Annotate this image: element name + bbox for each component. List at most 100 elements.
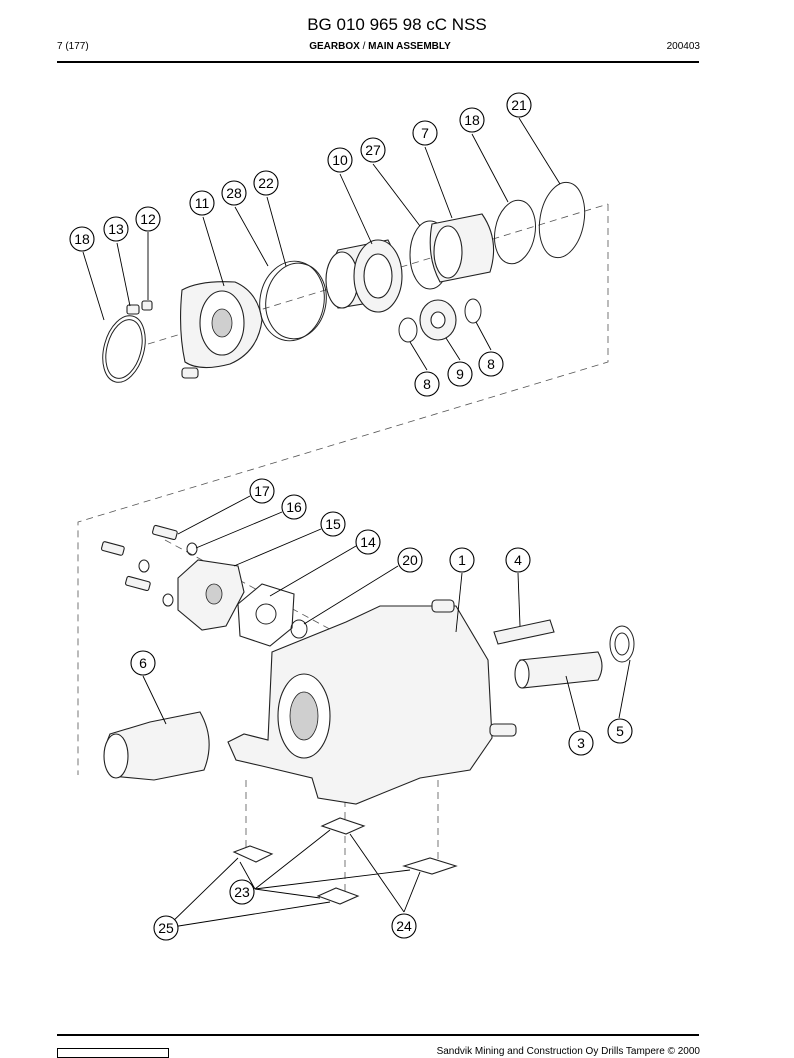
section-main: GEARBOX xyxy=(309,41,360,52)
washer-16-a xyxy=(186,542,198,556)
shaft-4 xyxy=(493,619,555,645)
callout-22-label: 22 xyxy=(258,175,274,191)
callout-1: 1 xyxy=(449,547,475,573)
screw-17-a xyxy=(152,524,178,541)
callout-9-label: 9 xyxy=(456,366,464,382)
callout-7: 7 xyxy=(412,120,438,146)
callout-11-label: 11 xyxy=(195,195,210,211)
callout-14-label: 14 xyxy=(360,534,376,550)
callout-16: 16 xyxy=(281,494,307,520)
callout-8b-label: 8 xyxy=(487,356,495,372)
callout-8-right: 8 xyxy=(478,351,504,377)
callout-17-label: 17 xyxy=(254,483,270,499)
callout-15-label: 15 xyxy=(325,516,341,532)
callout-27-label: 27 xyxy=(365,142,381,158)
section-sub: MAIN ASSEMBLY xyxy=(368,41,451,52)
callout-13-label: 13 xyxy=(108,221,124,237)
callout-28: 28 xyxy=(221,180,247,206)
lower-parts xyxy=(100,524,635,905)
callout-20: 20 xyxy=(397,547,423,573)
washer-16-c xyxy=(162,593,174,607)
planet-gear-9-hub xyxy=(430,311,446,329)
callout-27: 27 xyxy=(360,137,386,163)
snap-ring-18-left xyxy=(102,315,146,383)
callout-18-upper-right: 18 xyxy=(459,107,485,133)
plate-23-c xyxy=(402,857,458,875)
callout-21: 21 xyxy=(506,92,532,118)
seal-5 xyxy=(609,625,635,663)
callout-4-label: 4 xyxy=(514,552,522,568)
callout-4: 4 xyxy=(505,547,531,573)
plate-23-d xyxy=(316,887,360,905)
section-heading: GEARBOX / MAIN ASSEMBLY xyxy=(0,41,760,52)
page-number: 7 (177) xyxy=(57,41,89,52)
bearing-10-face xyxy=(325,251,359,309)
callout-3-label: 3 xyxy=(577,735,585,751)
gear-10-hub xyxy=(363,253,393,299)
callout-6: 6 xyxy=(130,650,156,676)
callout-23: 23 xyxy=(229,879,255,905)
o-ring-21 xyxy=(538,181,586,259)
callout-12: 12 xyxy=(135,206,161,232)
washer-12 xyxy=(141,300,153,311)
callout-28-label: 28 xyxy=(226,185,242,201)
callout-1-label: 1 xyxy=(458,552,466,568)
gasket-14-hole xyxy=(255,603,277,625)
snap-ring-18-right xyxy=(494,199,536,265)
footer-rule xyxy=(57,1034,699,1036)
callout-14: 14 xyxy=(355,529,381,555)
housing-bore-inner xyxy=(289,691,319,741)
callout-5-label: 5 xyxy=(616,723,624,739)
housing-stub-side xyxy=(489,723,517,737)
pump-15-shaft xyxy=(205,583,223,605)
sleeve-3-end xyxy=(514,659,530,689)
callout-25-label: 25 xyxy=(158,920,174,936)
section-separator: / xyxy=(362,41,366,52)
plate-23-b xyxy=(320,817,366,835)
callout-15: 15 xyxy=(320,511,346,537)
sleeve-3 xyxy=(516,651,603,689)
washer-16-b xyxy=(138,559,150,573)
callout-21-label: 21 xyxy=(511,97,527,113)
callout-18b-label: 18 xyxy=(74,231,90,247)
callout-24: 24 xyxy=(391,913,417,939)
callout-8-left: 8 xyxy=(414,371,440,397)
washer-8-right xyxy=(464,298,482,324)
carrier-bolt xyxy=(181,367,199,379)
callout-10: 10 xyxy=(327,147,353,173)
callout-7-label: 7 xyxy=(421,125,429,141)
seal-5-inner xyxy=(614,632,630,656)
washer-8-left xyxy=(398,317,418,343)
snap-ring-18-left-inner xyxy=(105,319,143,379)
callout-16-label: 16 xyxy=(286,499,302,515)
callout-10-label: 10 xyxy=(332,152,348,168)
callout-22: 22 xyxy=(253,170,279,196)
screw-13 xyxy=(126,304,140,315)
footer-logo xyxy=(57,1048,169,1058)
callout-24-label: 24 xyxy=(396,918,412,934)
callout-25: 25 xyxy=(153,915,179,941)
screw-17-b xyxy=(100,541,125,556)
callout-18-left: 18 xyxy=(69,226,95,252)
shaft-6-face xyxy=(103,733,129,779)
callout-9: 9 xyxy=(447,361,473,387)
o-ring-28 xyxy=(259,260,325,342)
ring-gear-7-bore xyxy=(433,225,463,279)
callout-20-label: 20 xyxy=(402,552,418,568)
housing-stub-top xyxy=(431,599,455,613)
callout-12-label: 12 xyxy=(140,211,156,227)
callout-17: 17 xyxy=(249,478,275,504)
upper-parts xyxy=(102,181,586,383)
callout-11: 11 xyxy=(189,190,215,216)
callout-18a-label: 18 xyxy=(464,112,480,128)
callout-6-label: 6 xyxy=(139,655,147,671)
screw-17-c xyxy=(125,575,151,592)
callout-5: 5 xyxy=(607,718,633,744)
o-ring-22 xyxy=(265,262,327,340)
callout-23-label: 23 xyxy=(234,884,250,900)
callout-13: 13 xyxy=(103,216,129,242)
callout-8a-label: 8 xyxy=(423,376,431,392)
document-title: BG 010 965 98 cC NSS xyxy=(307,15,487,34)
footer-copyright: Sandvik Mining and Construction Oy Drill… xyxy=(436,1046,700,1057)
